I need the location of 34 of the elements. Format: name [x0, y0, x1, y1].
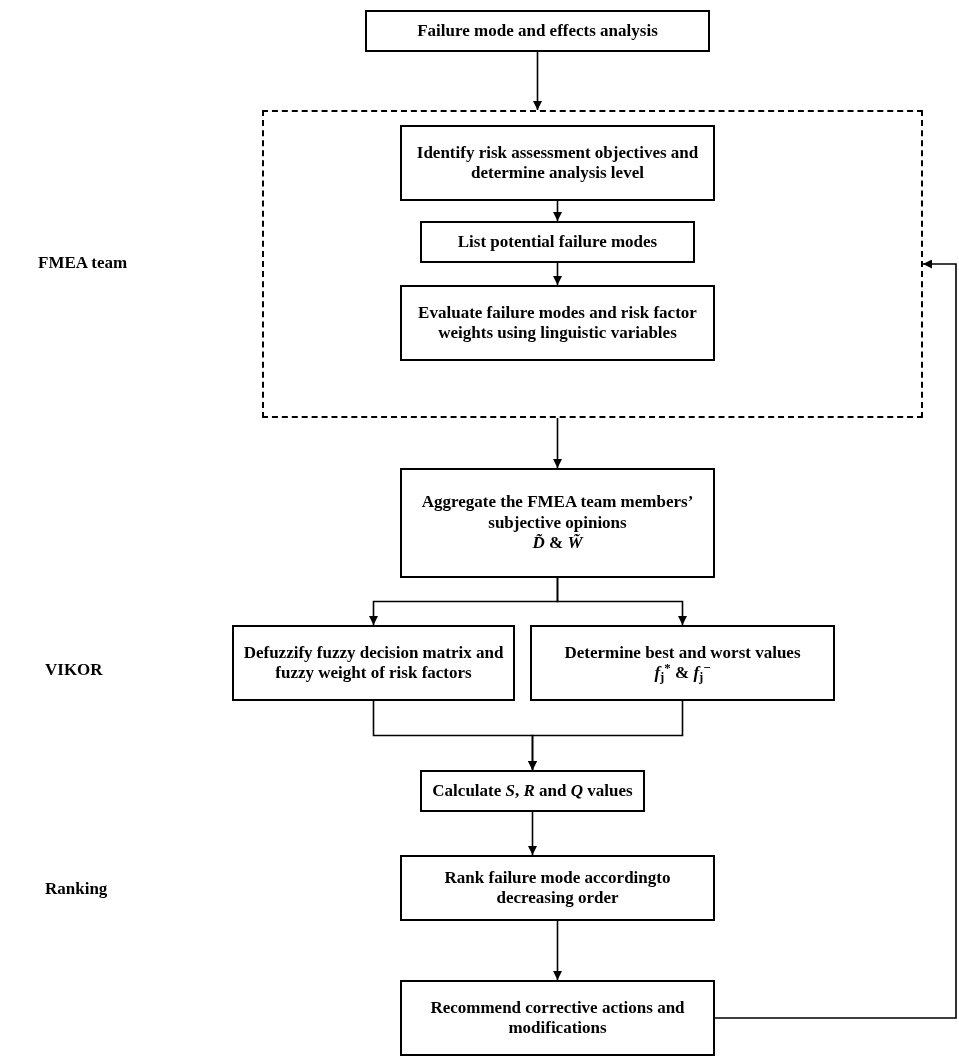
- box-text: Defuzzify fuzzy decision matrix and fuzzy weight of risk factors: [242, 642, 505, 684]
- box-text: Calculate S, R and Q values: [432, 780, 633, 802]
- process-box: [365, 10, 710, 52]
- arrow: [556, 577, 687, 626]
- arrow: [528, 700, 684, 771]
- arrow: [553, 417, 562, 469]
- box-text: Recommend corrective actions and modifications: [429, 997, 686, 1039]
- dashed-group-box: [262, 110, 923, 418]
- box-text: Aggregate the FMEA team members’ subjective opinions: [420, 492, 695, 534]
- process-box: [400, 980, 715, 1056]
- process-box: [400, 855, 715, 921]
- box-text: Evaluate failure modes and risk factor weights using linguistic variables: [417, 302, 698, 344]
- stage-label: FMEA team: [38, 252, 128, 274]
- box-text: Identify risk assessment objectives and determine analysis level: [415, 142, 700, 184]
- arrow: [553, 262, 562, 286]
- process-box: [420, 221, 695, 263]
- process-box: [232, 625, 515, 701]
- process-box: [420, 770, 645, 812]
- process-box: [400, 125, 715, 201]
- arrow: [533, 51, 542, 111]
- box-text: Rank failure mode accordingto decreasing order: [443, 867, 672, 909]
- arrow: [528, 811, 537, 856]
- arrow: [553, 920, 562, 981]
- process-box: [530, 625, 835, 701]
- process-box: [400, 468, 715, 578]
- box-text: D̃ & W̃: [532, 533, 583, 554]
- arrow: [714, 259, 957, 1019]
- process-box: [400, 285, 715, 361]
- box-text: Determine best and worst values: [564, 642, 801, 663]
- box-text: Failure mode and effects analysis: [417, 20, 658, 42]
- stage-label: VIKOR: [45, 659, 103, 681]
- arrow: [553, 200, 562, 222]
- box-text: List potential failure modes: [457, 231, 658, 253]
- stage-label: Ranking: [45, 878, 108, 900]
